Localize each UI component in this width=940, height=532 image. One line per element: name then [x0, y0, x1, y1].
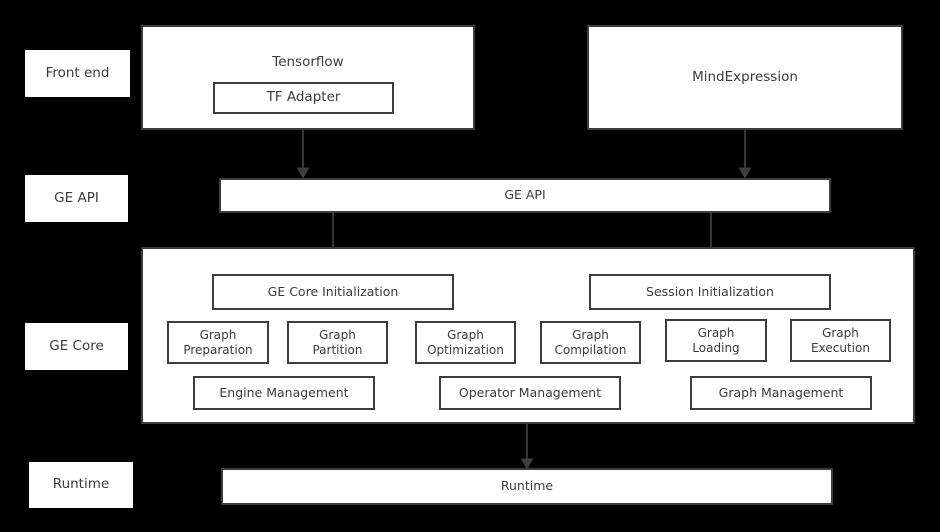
manager-operator-management[interactable]: Operator Management	[439, 376, 621, 410]
ge-api-bar[interactable]: GE API	[219, 178, 831, 213]
framework-tensorflow[interactable]: Tensorflow	[141, 25, 475, 130]
layer-label-front-end: Front end	[25, 50, 130, 97]
session-initialization[interactable]: Session Initialization	[589, 274, 831, 310]
ge-core-initialization[interactable]: GE Core Initialization	[212, 274, 454, 310]
manager-engine-management[interactable]: Engine Management	[193, 376, 375, 410]
manager-graph-management[interactable]: Graph Management	[690, 376, 872, 410]
framework-tf-adapter[interactable]: TF Adapter	[213, 82, 394, 114]
module-graph-compilation[interactable]: Graph Compilation	[540, 321, 641, 364]
module-graph-optimization[interactable]: Graph Optimization	[415, 321, 516, 364]
framework-tensorflow-label: Tensorflow	[272, 54, 344, 70]
module-graph-preparation[interactable]: Graph Preparation	[167, 321, 269, 364]
module-graph-loading[interactable]: Graph Loading	[665, 319, 767, 362]
module-graph-partition[interactable]: Graph Partition	[287, 321, 388, 364]
runtime-bar[interactable]: Runtime	[221, 468, 833, 505]
layer-label-ge-api: GE API	[25, 175, 128, 222]
layer-label-ge-core: GE Core	[25, 323, 128, 370]
layer-label-runtime: Runtime	[29, 462, 133, 508]
framework-mindexpression[interactable]: MindExpression	[587, 25, 903, 130]
module-graph-execution[interactable]: Graph Execution	[790, 319, 891, 362]
